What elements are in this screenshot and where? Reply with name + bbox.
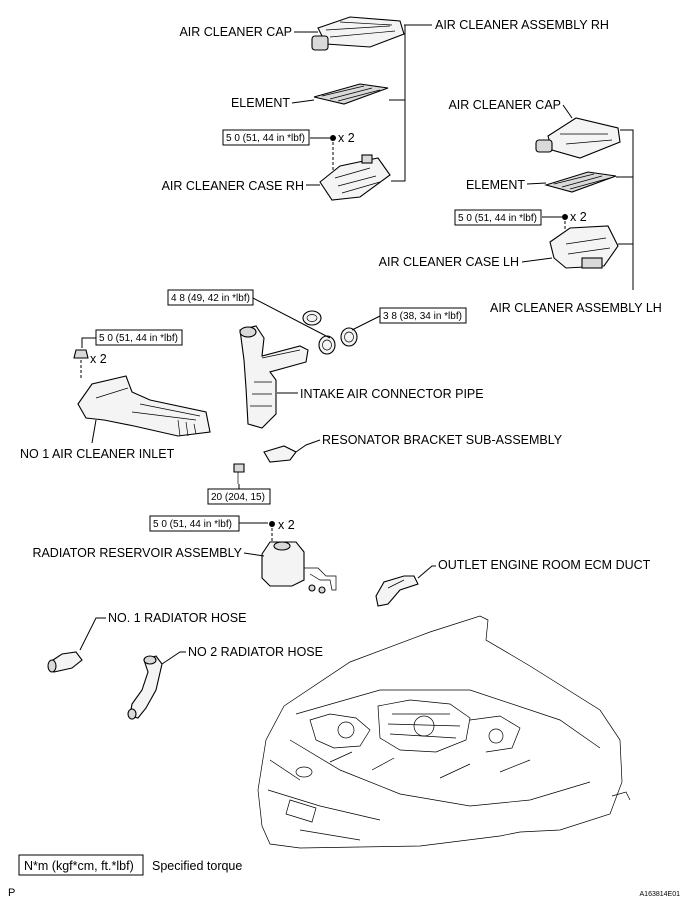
label-air-cleaner-assembly-lh: AIR CLEANER ASSEMBLY LH <box>490 301 662 315</box>
air-cleaner-cap-rh-part <box>311 16 405 51</box>
torque-bracket: 20 (204, 15) <box>211 492 265 503</box>
leader-ecm-duct <box>417 565 436 579</box>
torque-reservoir: 5 0 (51, 44 in *lbf) <box>153 519 232 530</box>
element-rh-part <box>313 83 389 105</box>
torque-box-bracket <box>207 488 271 505</box>
page-marker: P <box>8 887 15 899</box>
bolt-case-rh-icon <box>330 135 336 170</box>
no2-radiator-hose-part <box>127 655 163 720</box>
air-cleaner-case-rh-part <box>319 154 391 201</box>
leader-assembly-rh <box>389 24 432 182</box>
no1-air-cleaner-inlet-part <box>77 375 211 437</box>
figure-id: A163814E01 <box>640 891 681 898</box>
multiplier-case-lh: x 2 <box>570 210 587 224</box>
bolt-reservoir-icon <box>269 521 275 542</box>
label-outlet-ecm-duct: OUTLET ENGINE ROOM ECM DUCT <box>438 558 651 572</box>
leader-torque-inlet <box>81 337 96 348</box>
label-air-cleaner-cap-rh: AIR CLEANER CAP <box>179 25 292 39</box>
air-cleaner-case-lh-part <box>549 225 619 269</box>
legend-unit: N*m (kgf*cm, ft.*lbf) <box>24 859 134 873</box>
torque-inlet: 5 0 (51, 44 in *lbf) <box>99 333 178 344</box>
torque-box-case-lh <box>454 209 542 226</box>
outlet-ecm-duct-part <box>375 575 419 607</box>
label-air-cleaner-cap-lh: AIR CLEANER CAP <box>448 98 561 112</box>
label-intake-air-connector-pipe: INTAKE AIR CONNECTOR PIPE <box>300 387 484 401</box>
leader-gasket-b <box>351 315 381 331</box>
multiplier-reservoir: x 2 <box>278 518 295 532</box>
label-no2-radiator-hose: NO 2 RADIATOR HOSE <box>188 645 323 659</box>
leader-no1-hose <box>79 617 106 651</box>
legend-torque-box <box>18 854 144 876</box>
leader-no2-hose <box>161 651 186 665</box>
leader-inlet <box>91 419 97 444</box>
bolt-inlet-icon <box>73 349 89 380</box>
label-air-cleaner-case-rh: AIR CLEANER CASE RH <box>162 179 304 193</box>
leader-element-rh <box>291 99 315 104</box>
label-no1-radiator-hose: NO. 1 RADIATOR HOSE <box>108 611 246 625</box>
multiplier-case-rh: x 2 <box>338 131 355 145</box>
label-element-lh: ELEMENT <box>466 178 525 192</box>
label-radiator-reservoir: RADIATOR RESERVOIR ASSEMBLY <box>32 546 242 560</box>
torque-box-case-rh <box>222 129 310 146</box>
torque-box-gasket-b <box>379 307 467 324</box>
label-element-rh: ELEMENT <box>231 96 290 110</box>
label-air-cleaner-case-lh: AIR CLEANER CASE LH <box>379 255 519 269</box>
torque-gasket-a: 4 8 (49, 42 in *lbf) <box>171 293 250 304</box>
leader-element-lh <box>526 182 547 185</box>
leader-gasket-a <box>252 297 331 339</box>
leader-assembly-lh <box>616 129 634 290</box>
torque-gasket-b: 3 8 (38, 34 in *lbf) <box>383 311 462 322</box>
gasket-ring-icon <box>302 310 358 355</box>
torque-case-lh: 5 0 (51, 44 in *lbf) <box>458 213 537 224</box>
leader-cap-lh <box>562 104 573 119</box>
leader-case-lh <box>521 257 553 263</box>
radiator-reservoir-part <box>261 541 337 594</box>
leader-reservoir <box>243 552 265 557</box>
torque-case-rh: 5 0 (51, 44 in *lbf) <box>226 133 305 144</box>
label-air-cleaner-assembly-rh: AIR CLEANER ASSEMBLY RH <box>435 18 609 32</box>
label-no1-air-cleaner-inlet: NO 1 AIR CLEANER INLET <box>20 447 175 461</box>
multiplier-inlet: x 2 <box>90 352 107 366</box>
element-lh-part <box>544 171 617 193</box>
torque-box-gasket-a <box>167 289 254 306</box>
air-cleaner-cap-lh-part <box>535 117 621 159</box>
legend-description: Specified torque <box>152 859 242 873</box>
leader-bracket <box>295 439 321 453</box>
bolt-bracket-icon <box>233 463 245 484</box>
vehicle-engine-bay-illustration <box>257 615 631 849</box>
intake-air-connector-pipe-part <box>239 325 309 429</box>
label-resonator-bracket: RESONATOR BRACKET SUB-ASSEMBLY <box>322 433 563 447</box>
no1-radiator-hose-part <box>47 651 83 673</box>
resonator-bracket-part <box>263 445 297 463</box>
